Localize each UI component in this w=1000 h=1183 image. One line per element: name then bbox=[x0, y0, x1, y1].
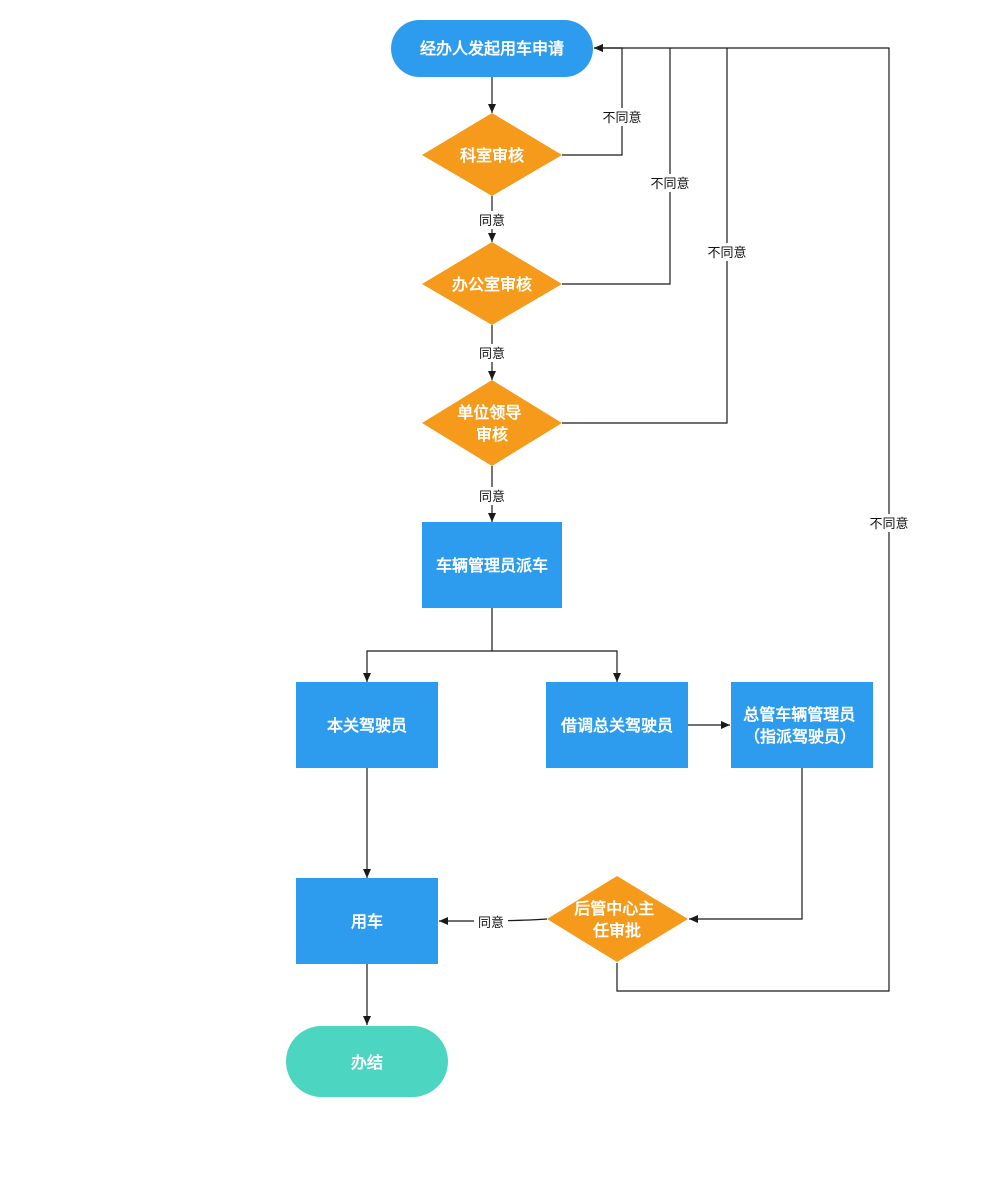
label-agree-4: 同意 bbox=[478, 915, 504, 931]
node-office-review: 办公室审核 bbox=[422, 242, 562, 325]
node-logistics-approval-text: 后管中心主 任审批 bbox=[574, 899, 660, 940]
label-agree-3: 同意 bbox=[479, 489, 505, 505]
edge-office-disagree bbox=[562, 48, 671, 285]
node-office-review-text: 办公室审核 bbox=[452, 275, 532, 294]
label-disagree-3: 不同意 bbox=[707, 245, 746, 261]
node-head-admin-text: 总管车辆管理员 （指派驾驶员） bbox=[743, 705, 861, 746]
node-start-text: 经办人发起用车申请 bbox=[420, 39, 564, 58]
label-disagree-1: 不同意 bbox=[602, 110, 641, 126]
label-agree-1: 同意 bbox=[479, 213, 505, 229]
edge-head-admin-to-approval bbox=[689, 768, 803, 923]
node-use-car: 用车 bbox=[296, 878, 438, 964]
node-own-driver-text: 本关驾驶员 bbox=[327, 716, 407, 735]
node-head-admin: 总管车辆管理员 （指派驾驶员） bbox=[731, 682, 873, 768]
edges bbox=[363, 44, 890, 1025]
node-start: 经办人发起用车申请 bbox=[391, 20, 593, 77]
node-end-text: 办结 bbox=[351, 1053, 383, 1072]
node-leader-review: 单位领导 审核 bbox=[422, 380, 562, 466]
edge-leader-disagree bbox=[562, 48, 728, 424]
node-borrow-driver: 借调总关驾驶员 bbox=[546, 682, 688, 768]
node-dispatch: 车辆管理员派车 bbox=[422, 522, 562, 608]
node-logistics-approval: 后管中心主 任审批 bbox=[547, 876, 688, 962]
edge-approval-disagree bbox=[594, 44, 890, 992]
node-use-car-text: 用车 bbox=[351, 912, 383, 931]
node-dept-review: 科室审核 bbox=[422, 113, 562, 196]
label-agree-2: 同意 bbox=[479, 346, 505, 362]
node-own-driver: 本关驾驶员 bbox=[296, 682, 438, 768]
node-leader-review-text: 单位领导 审核 bbox=[457, 403, 527, 444]
edge-labels: 同意 同意 同意 同意 不同意 不同意 不同意 不同意 bbox=[474, 108, 913, 931]
label-disagree-4: 不同意 bbox=[869, 516, 908, 532]
node-dispatch-text: 车辆管理员派车 bbox=[436, 556, 548, 575]
edge-dispatch-to-borrow-driver bbox=[492, 650, 621, 682]
label-disagree-2: 不同意 bbox=[650, 176, 689, 192]
node-borrow-driver-text: 借调总关驾驶员 bbox=[560, 716, 673, 735]
edge-dispatch-to-own-driver bbox=[363, 608, 493, 682]
node-dept-review-text: 科室审核 bbox=[460, 146, 524, 165]
node-end: 办结 bbox=[286, 1026, 448, 1097]
